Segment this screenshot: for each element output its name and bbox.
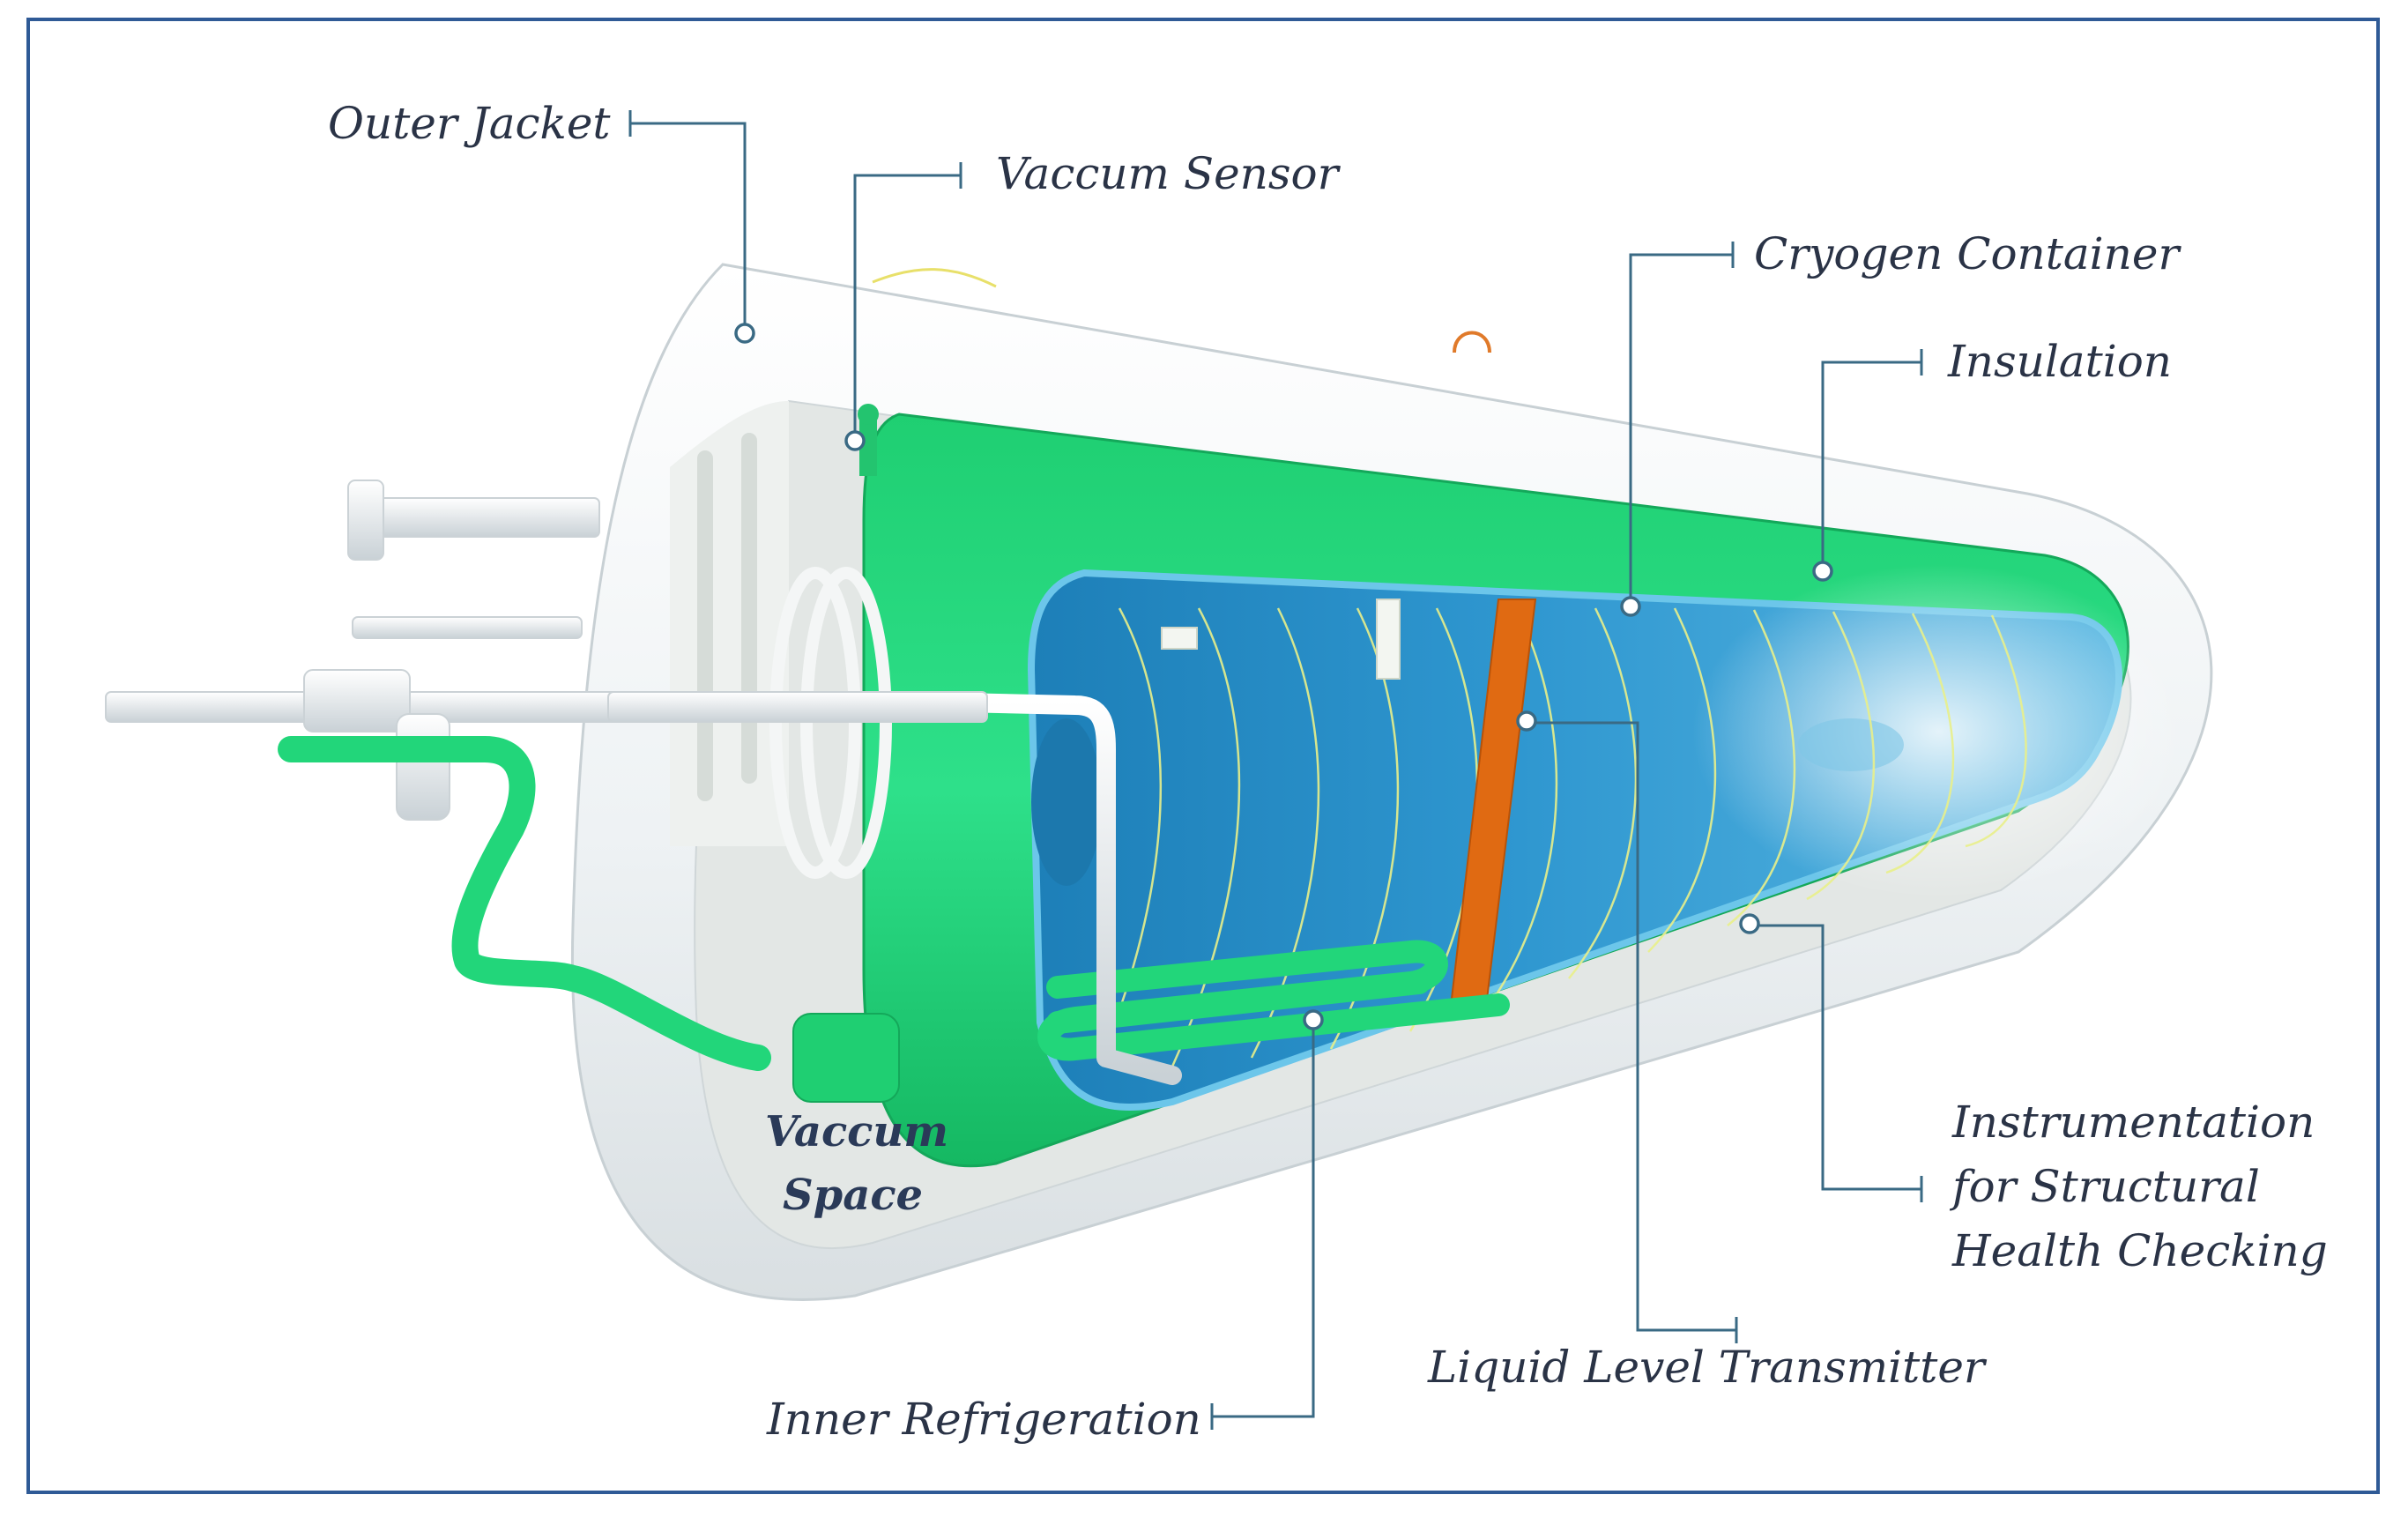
- leader-outer-jacket: [628, 110, 755, 344]
- label-outer-jacket: Outer Jacket: [328, 98, 611, 149]
- label-instrumentation-line3: Health Checking: [1951, 1225, 2328, 1276]
- label-vaccum-sensor: Vaccum Sensor: [996, 148, 1341, 199]
- nozzle-shape: [1161, 627, 1198, 650]
- diagram-frame: [26, 18, 2380, 1494]
- label-vaccum-space-line1: Vaccum: [765, 1107, 948, 1156]
- probe-shape: [1376, 599, 1401, 680]
- inner-refrigeration-coils: [1037, 940, 1510, 1061]
- label-instrumentation-line1: Instrumentation: [1951, 1097, 2315, 1148]
- top-wire-orange: [1453, 331, 1491, 353]
- leader-insulation: [1812, 349, 1923, 582]
- external-green-hose: [278, 736, 771, 1071]
- label-vaccum-space-line2: Space: [783, 1171, 923, 1220]
- inner-pipe: [872, 691, 1182, 1085]
- top-wire-yellow: [872, 268, 997, 288]
- label-inner-refrigeration: Inner Refrigeration: [766, 1394, 1201, 1445]
- leader-instrumentation: [1739, 913, 1923, 1202]
- leader-cryogen-container: [1620, 242, 1735, 617]
- label-insulation: Insulation: [1947, 336, 2172, 387]
- external-pipes: [105, 480, 988, 821]
- label-instrumentation-line2: for Structural: [1949, 1161, 2260, 1212]
- label-liquid-level-transmitter: Liquid Level Transmitter: [1427, 1342, 1988, 1393]
- leader-inner-refrigeration: [1210, 1009, 1324, 1430]
- leader-vaccum-sensor: [844, 162, 962, 451]
- vacuum-sensor-nozzle: [858, 404, 879, 476]
- label-cryogen-container: Cryogen Container: [1754, 228, 2181, 279]
- hose-connector: [792, 1013, 900, 1103]
- leader-liquid-level-transmitter: [1516, 710, 1738, 1343]
